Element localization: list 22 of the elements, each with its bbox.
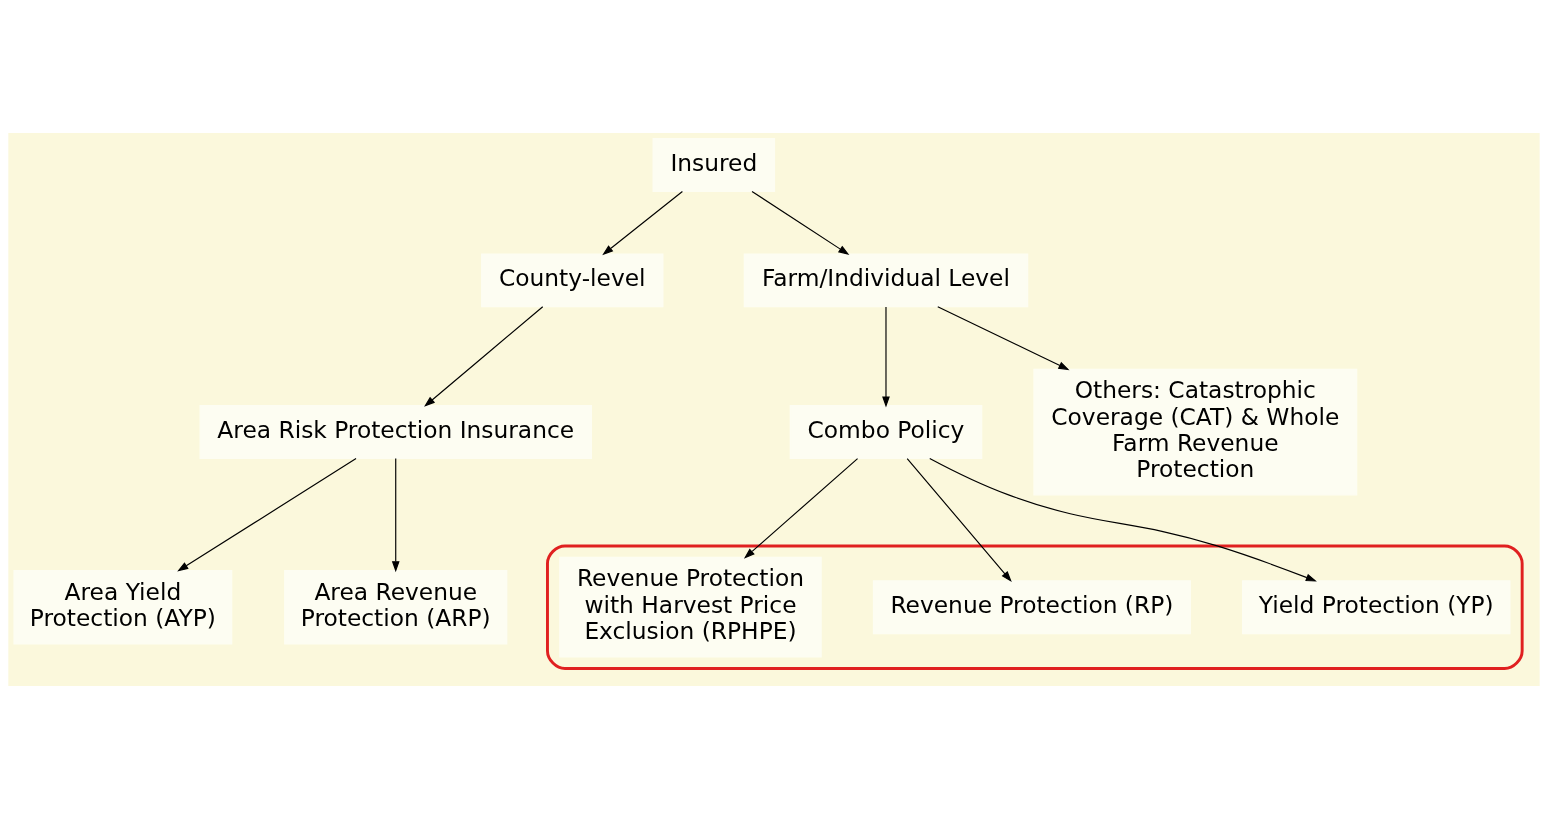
arrow (602, 190, 683, 255)
node-box: Others: Catastrophic Coverage (CAT) & Whole Farm Revenue Protection (1033, 368, 1358, 496)
arrow (929, 457, 1317, 581)
arrow (937, 305, 1070, 370)
node-box: Insured (652, 137, 776, 192)
node-box: Revenue Protection with Harvest Price Exclusion (RPHPE) (559, 556, 822, 658)
node-box: County-level (481, 252, 664, 307)
node-box: Revenue Protection (RP) (872, 579, 1191, 634)
node-box: Combo Policy (789, 404, 983, 459)
arrow (882, 306, 890, 408)
arrow (906, 457, 1012, 582)
arrow (177, 457, 357, 571)
arrow (743, 457, 859, 559)
arrow (751, 190, 850, 255)
cluster (546, 543, 1524, 670)
node-box: Area Revenue Protection (ARP) (284, 569, 508, 644)
arrow (391, 457, 400, 572)
node-box: Area Yield Protection (AYP) (13, 569, 233, 644)
node-box: Yield Protection (YP) (1242, 579, 1511, 634)
node-box: Area Risk Protection Insurance (199, 404, 592, 459)
arrow (424, 305, 544, 407)
node-box: Farm/Individual Level (743, 252, 1029, 307)
